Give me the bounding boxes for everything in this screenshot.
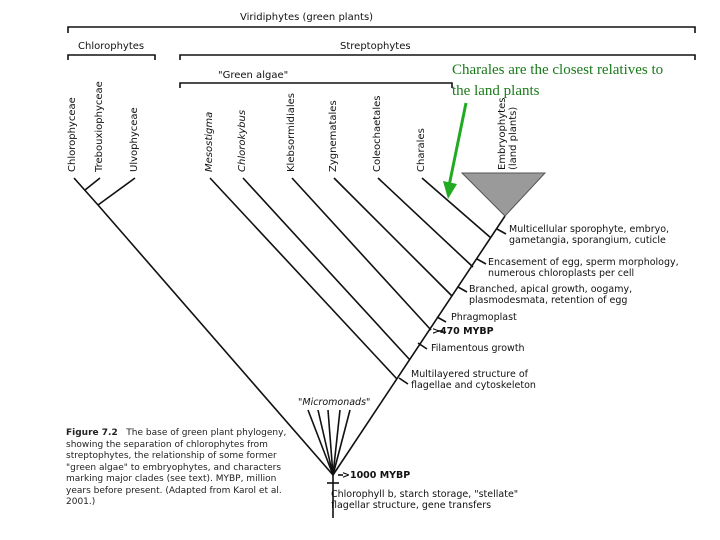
taxon-klebsormidiales: Klebsormidiales <box>286 92 297 172</box>
viridiplantae-label: Viridiphytes (green plants) <box>240 12 374 23</box>
char-tick-filamentous <box>417 342 428 350</box>
taxon-charales: Charales <box>416 128 427 172</box>
char-tick-multicellular <box>496 228 507 235</box>
micromonad-line-5 <box>332 409 351 476</box>
char-filamentous: Filamentous growth <box>431 343 525 354</box>
coleochaetales-branch <box>377 177 474 268</box>
char-branched: Branched, apical growth, oogamy,plasmode… <box>469 284 633 306</box>
micromonad-line-3 <box>327 409 334 476</box>
chlorophyceae-branch <box>73 177 99 206</box>
charales-annotation: Charales are the closest relatives to th… <box>452 62 664 99</box>
chlorophytes-label: Chlorophytes <box>78 41 145 52</box>
mesostigma-branch <box>209 177 398 380</box>
taxon-trebouxiophyceae: Trebouxiophyceae <box>94 81 105 172</box>
char-tick-branched <box>457 286 468 293</box>
micromonads-label: "Micromonads" <box>298 397 371 408</box>
micromonad-line-1 <box>307 409 334 476</box>
taxon-embryophytes: Embryophytes (land plants) <box>497 97 519 170</box>
char-tick-phragmoplast <box>436 316 447 323</box>
trebouxiophyceae-branch <box>84 177 101 191</box>
taxon-chlorokybus: Chlorokybus <box>237 109 248 172</box>
viridiplantae-bracket <box>67 26 696 33</box>
taxon-mesostigma: Mesostigma <box>204 111 215 172</box>
taxon-ulvophyceae: Ulvophyceae <box>129 107 140 172</box>
micromonad-line-4 <box>332 409 341 476</box>
char-chlorophyll: Chlorophyll b, starch storage, "stellate… <box>331 489 519 511</box>
klebsormidiales-branch <box>291 177 432 331</box>
taxon-zygnematales: Zygnematales <box>328 100 339 172</box>
green-algae-bracket <box>179 82 453 88</box>
chlorophyte-branch <box>97 204 334 476</box>
figure-label: Figure 7.2 <box>66 428 118 438</box>
charales-branch <box>421 177 492 239</box>
figure-caption: Figure 7.2 The base of green plant phylo… <box>66 428 296 509</box>
streptophyte-branch <box>332 215 506 476</box>
embryophyte-clade-triangle <box>460 172 547 217</box>
taxon-coleochaetales: Coleochaetales <box>372 95 383 172</box>
zygnematales-branch <box>333 177 453 297</box>
taxon-chlorophyceae: Chlorophyceae <box>67 97 78 172</box>
figure-caption-text: The base of green plant phylogeny, showi… <box>66 428 287 507</box>
mybp-470: >470 MYBP <box>432 326 494 337</box>
char-tick-multilayered <box>398 377 409 385</box>
chlorokybus-branch <box>242 177 411 361</box>
mybp-1000: >1000 MYBP <box>342 470 411 481</box>
streptophytes-bracket <box>179 54 696 60</box>
streptophytes-label: Streptophytes <box>340 41 411 52</box>
green-algae-label: "Green algae" <box>218 70 289 81</box>
char-encasement: Encasement of egg, sperm morphology,nume… <box>488 257 679 279</box>
char-multicellular: Multicellular sporophyte, embryo,gametan… <box>509 224 670 246</box>
annotation-arrow <box>443 102 468 199</box>
micromonad-line-2 <box>317 409 334 476</box>
char-tick-encasement <box>476 258 487 265</box>
char-phragmoplast: Phragmoplast <box>451 312 517 323</box>
ulvophyceae-branch <box>97 177 136 206</box>
chlorophytes-bracket <box>67 54 156 60</box>
